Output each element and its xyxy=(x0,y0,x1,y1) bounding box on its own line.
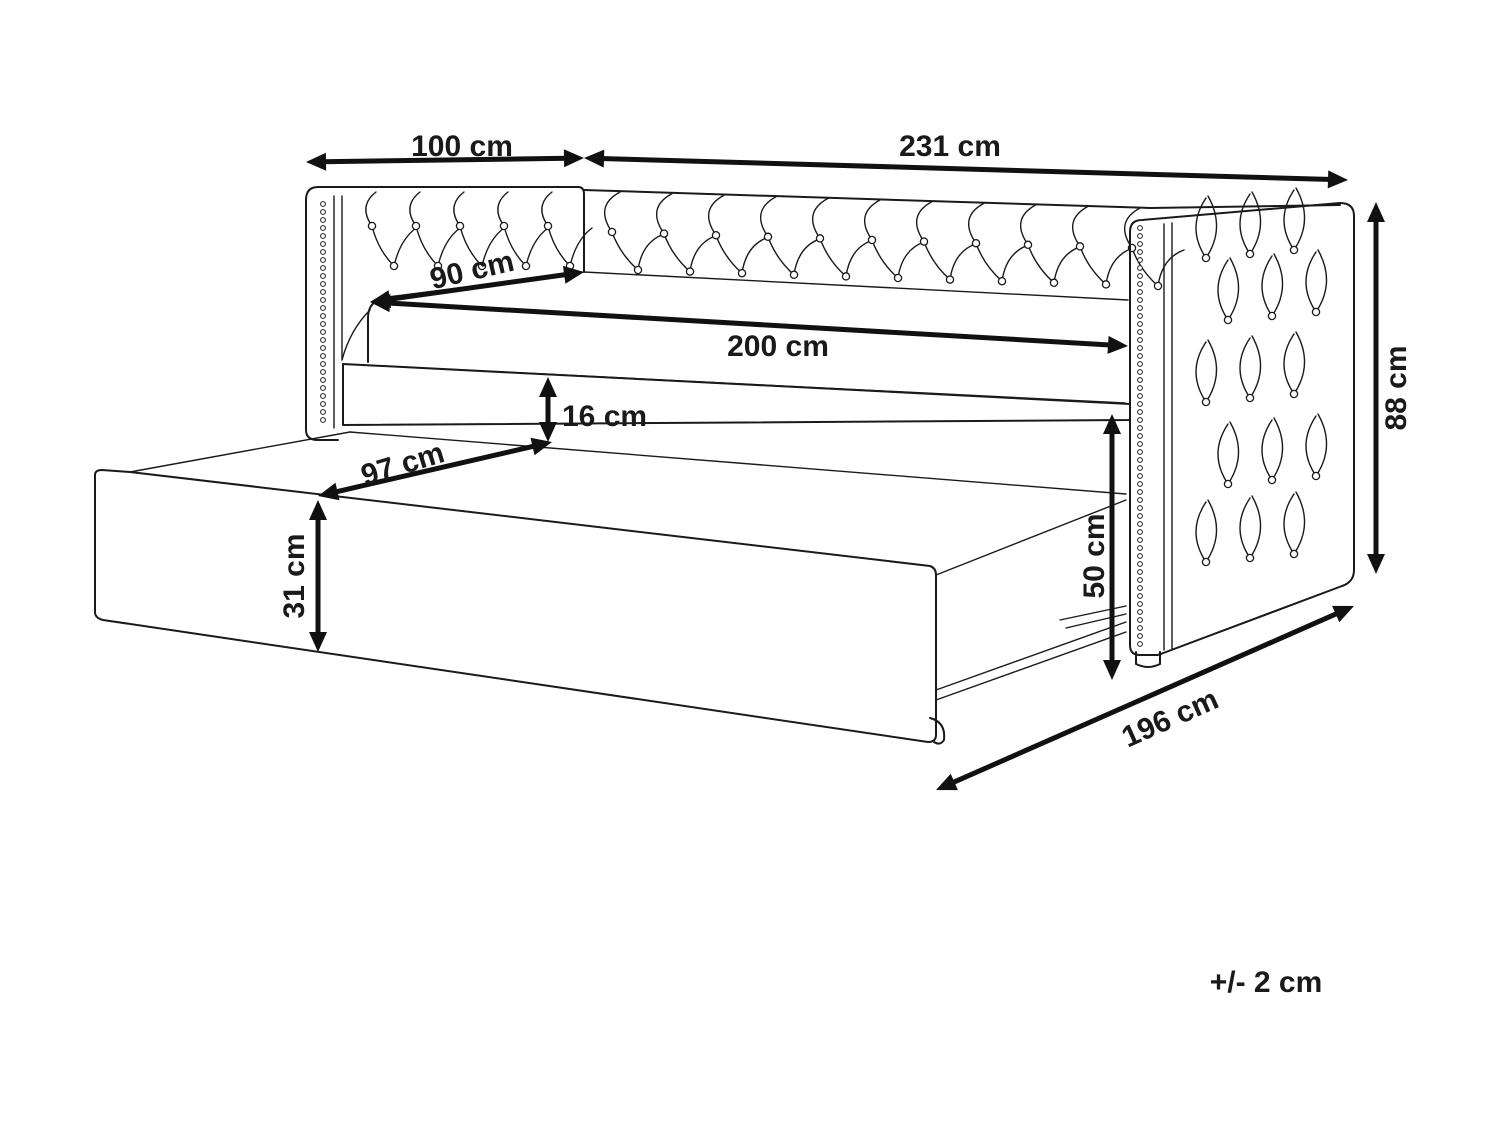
arrow-mattress-length xyxy=(370,294,1128,354)
label-overall-height: 88 cm xyxy=(1380,345,1413,430)
label-mattress-length: 200 cm xyxy=(727,330,829,363)
arrow-overall-height xyxy=(1367,202,1385,574)
backrest xyxy=(583,189,1341,301)
dimension-labels: 100 cm 231 cm 90 cm 200 cm 16 cm 97 cm 8… xyxy=(278,130,1413,999)
arrow-seat-height xyxy=(1103,414,1121,680)
left-armrest xyxy=(305,186,593,441)
arrow-trundle-height xyxy=(309,500,327,652)
label-trundle-length: 196 cm xyxy=(1117,683,1223,755)
label-overall-length: 231 cm xyxy=(899,130,1001,163)
label-mattress-height: 16 cm xyxy=(562,400,647,433)
arrow-overall-length xyxy=(584,149,1348,189)
arrow-mattress-height xyxy=(539,377,557,442)
label-trundle-depth: 97 cm xyxy=(357,436,448,492)
tufting-right-armrest xyxy=(1195,187,1328,567)
label-trundle-height: 31 cm xyxy=(278,533,311,618)
nailhead-studs-left xyxy=(320,201,326,423)
right-armrest xyxy=(1129,187,1355,668)
nailhead-studs-right xyxy=(1137,225,1143,647)
arrow-trundle-length xyxy=(936,605,1354,791)
label-seat-height: 50 cm xyxy=(1078,513,1111,598)
daybed-drawing xyxy=(94,186,1355,745)
arrow-armrest-depth xyxy=(306,149,584,171)
tufting-left-armrest xyxy=(365,191,593,271)
tolerance-note: +/- 2 cm xyxy=(1210,966,1323,999)
arrow-trundle-depth xyxy=(318,437,552,501)
label-armrest-depth: 100 cm xyxy=(411,130,513,163)
trundle-drawer xyxy=(94,431,1127,745)
tufting-backrest xyxy=(603,191,1185,291)
dimension-arrows xyxy=(306,149,1385,791)
